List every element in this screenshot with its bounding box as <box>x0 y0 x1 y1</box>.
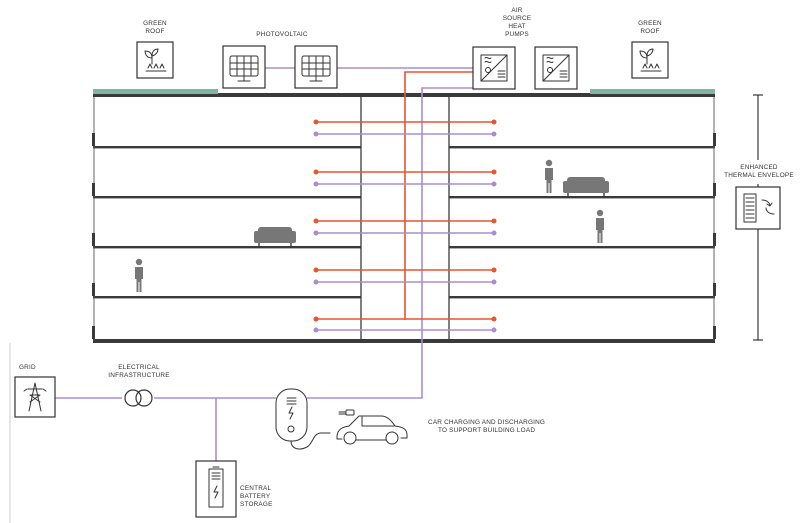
car-charging-label-line2: TO SUPPORT BUILDING LOAD <box>438 427 535 434</box>
heating-riser <box>404 71 473 320</box>
green-roof-strip-right <box>590 89 715 94</box>
floor-slab <box>449 246 715 249</box>
envelope-label-line2: THERMAL ENVELOPE <box>724 172 794 179</box>
green-roof-label-line2: ROOF <box>145 28 164 35</box>
photovoltaic-group: PHOTOVOLTAIC <box>222 31 338 89</box>
pylon-icon <box>23 382 47 412</box>
electric-riser <box>307 87 473 399</box>
thermal-envelope-box <box>735 186 781 230</box>
photovoltaic-label: PHOTOVOLTAIC <box>256 31 308 38</box>
battery-label-line1: CENTRAL <box>240 485 271 492</box>
green-roof-icon-box <box>631 41 669 79</box>
heat-pump-icon <box>542 54 570 82</box>
electric-car-icon <box>336 409 408 445</box>
green-roof-label-line2: ROOF <box>640 28 659 35</box>
thermal-envelope-icon <box>743 193 775 223</box>
battery-label-line3: STORAGE <box>240 501 273 508</box>
floor-slab <box>93 246 361 249</box>
solar-panel-icon <box>301 55 331 82</box>
sofa-icon <box>254 227 296 246</box>
car-charging-label-line1: CAR CHARGING AND DISCHARGING <box>428 419 545 426</box>
occupants <box>135 159 609 292</box>
heat-pump-label-line1: AIR <box>511 7 522 14</box>
green-roof-strip-left <box>93 89 218 94</box>
leaf-plant-icon <box>639 48 662 72</box>
floor-slab <box>93 296 361 299</box>
pipe-network <box>265 67 497 399</box>
infrastructure-label-line1: ELECTRICAL <box>118 364 160 371</box>
person-icon <box>135 258 143 292</box>
floor-slab <box>449 296 715 299</box>
heat-pump-label-line4: PUMPS <box>505 31 529 38</box>
envelope-label-line1: ENHANCED <box>740 164 778 171</box>
heat-pump-label-line2: SOURCE <box>503 15 532 22</box>
ev-charger-icon <box>275 388 331 450</box>
green-roof-label-line1: GREEN <box>638 20 662 27</box>
battery-label-line2: BATTERY <box>240 493 271 500</box>
floor-slab <box>93 196 361 199</box>
green-roof-label-line1: GREEN <box>143 20 167 27</box>
person-icon <box>596 209 604 243</box>
green-roof-right: GREEN ROOF <box>631 20 669 79</box>
building <box>92 89 716 343</box>
solar-panel-icon <box>229 55 259 82</box>
heat-pump-label-line3: HEAT <box>508 23 525 30</box>
infrastructure-label-line2: INFRASTRUCTURE <box>108 372 169 379</box>
leaf-plant-icon <box>144 48 167 72</box>
sofa-icon <box>563 177 609 196</box>
floor-slab <box>449 196 715 199</box>
grid-label: GRID <box>19 364 36 371</box>
roof-slab <box>93 93 715 97</box>
floor-slab <box>93 146 361 149</box>
heat-pump-group: AIR SOURCE HEAT PUMPS <box>472 7 578 90</box>
power-supply-chain: GRID ELECTRICAL INFRASTRUCTURE CENTRAL B… <box>9 343 276 523</box>
floor-slab <box>449 146 715 149</box>
green-roof-icon-box <box>136 41 174 79</box>
transformer-icon <box>124 389 153 407</box>
person-icon <box>545 159 553 193</box>
ev-charging-group: CAR CHARGING AND DISCHARGING TO SUPPORT … <box>275 388 545 450</box>
ground-slab <box>93 339 715 343</box>
green-roof-left: GREEN ROOF <box>136 20 174 79</box>
thermal-envelope-group: ENHANCED THERMAL ENVELOPE <box>724 94 794 341</box>
battery-icon <box>208 466 224 508</box>
heat-pump-icon <box>480 54 508 82</box>
